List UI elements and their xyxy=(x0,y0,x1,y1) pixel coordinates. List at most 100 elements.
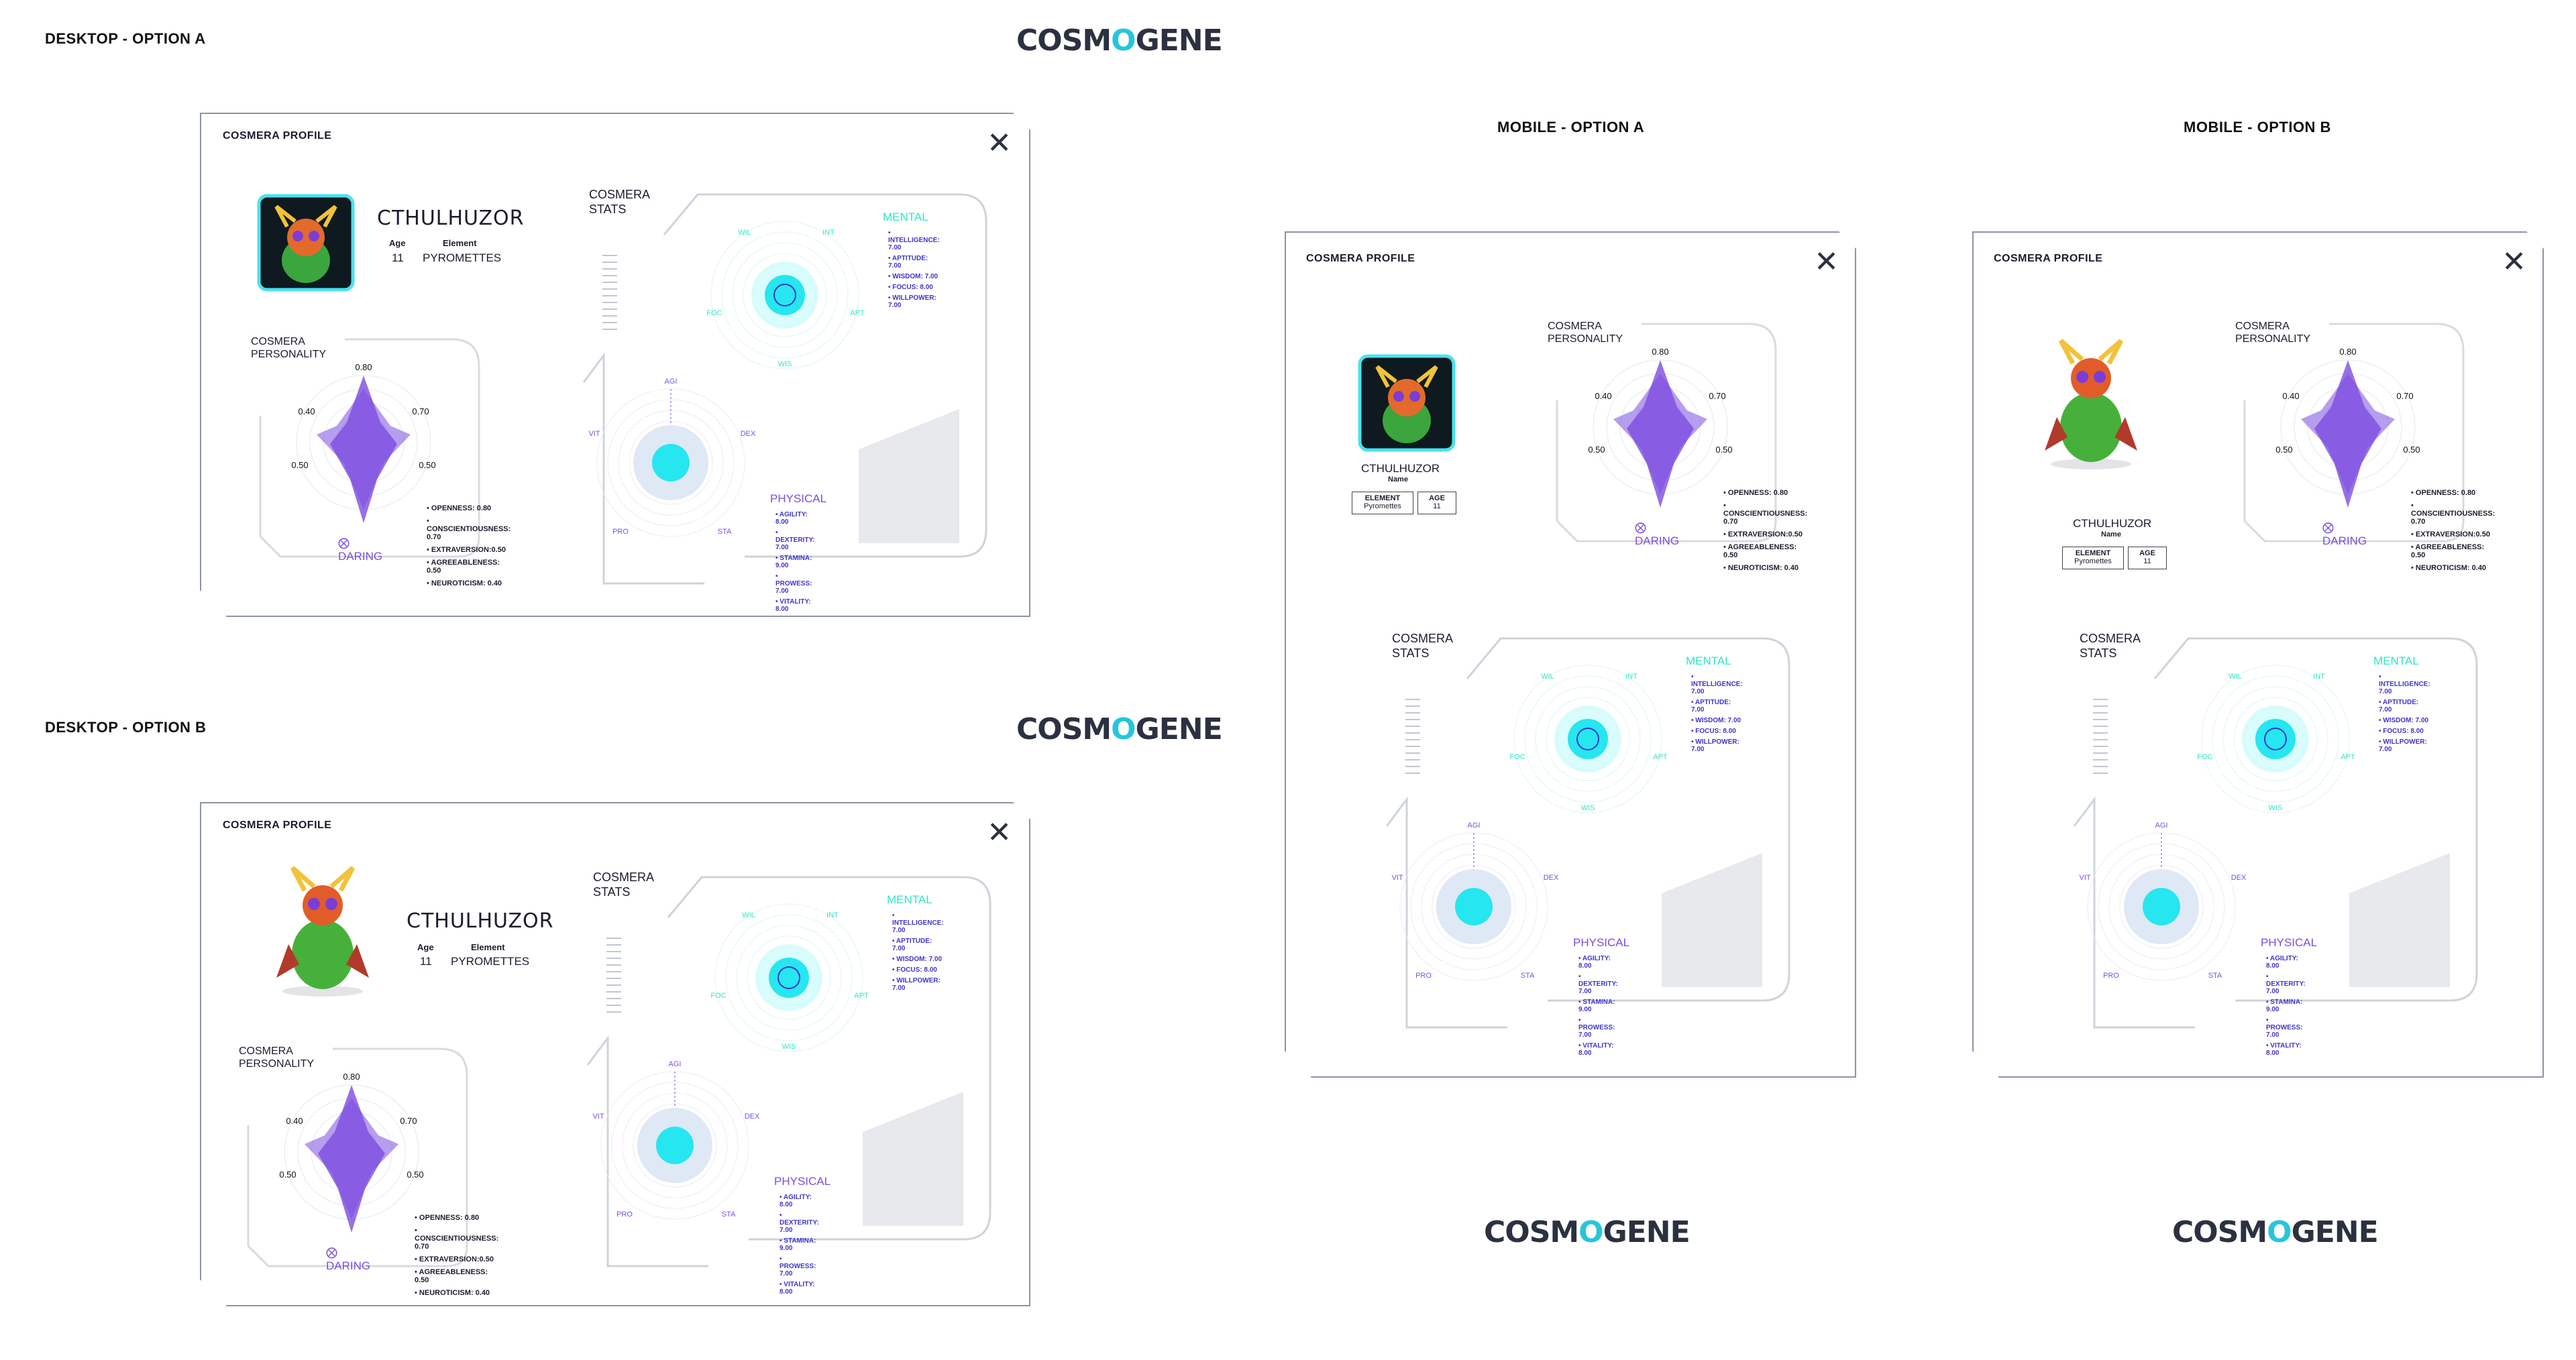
stats-legend-line xyxy=(1405,746,1420,747)
stats-legend-line xyxy=(1405,705,1420,707)
radar-inner-shape xyxy=(318,1085,385,1233)
radar-label-top-right: 0.70 xyxy=(1709,391,1725,401)
mental-title: MENTAL xyxy=(887,893,932,906)
stats-decor-block xyxy=(1662,853,1762,987)
physical-axis-agi: AGI xyxy=(669,1060,682,1068)
creature-horns xyxy=(1377,367,1436,387)
mental-emblem-icon xyxy=(1577,728,1599,750)
creature-head xyxy=(2071,358,2111,398)
stats-legend-line xyxy=(602,255,617,256)
radar-label-bottom-left: 0.50 xyxy=(291,460,308,470)
stats-legend-line xyxy=(606,971,621,972)
mental-grid-ring xyxy=(726,915,852,1041)
stats-legend-line xyxy=(602,295,617,296)
stats-legend-line xyxy=(2093,773,2108,774)
creature-horns xyxy=(2061,341,2121,363)
mental-grid-ring xyxy=(747,936,830,1019)
radar-label-bottom-right: 0.50 xyxy=(2403,445,2420,455)
stats-legend-line xyxy=(2093,766,2108,767)
mental-grid-ring xyxy=(1546,697,1629,781)
physical-axis-pro: PRO xyxy=(616,1210,633,1219)
creature-horns xyxy=(292,868,353,891)
creature-eye xyxy=(2076,371,2088,383)
close-icon[interactable]: ✕ xyxy=(987,816,1012,849)
card-title: COSMERA PROFILE xyxy=(1306,253,1415,264)
element-label: Element xyxy=(443,238,477,248)
radar-label-top: 0.80 xyxy=(1652,347,1668,357)
physical-list: AGILITY: 8.00DEXTERITY: 7.00STAMINA: 9.0… xyxy=(775,511,815,616)
personality-badge: ⨂ DARING xyxy=(338,536,383,563)
cosmera-avatar xyxy=(256,193,356,292)
section-label-desktop-b: DESKTOP - OPTION B xyxy=(45,719,207,736)
stats-decor-block xyxy=(2349,853,2450,987)
radar-label-bottom-right: 0.50 xyxy=(419,460,435,470)
stats-legend-line xyxy=(1405,719,1420,720)
mental-grid-ring xyxy=(711,221,859,369)
mental-list: INTELLIGENCE: 7.00APTITUDE: 7.00WISDOM: … xyxy=(1691,673,1743,756)
physical-axis-vit: VIT xyxy=(592,1113,604,1121)
mental-axis-wis: WIS xyxy=(782,1043,796,1051)
physical-axis-pro: PRO xyxy=(1415,972,1432,980)
physical-axis-vit: VIT xyxy=(588,430,600,438)
age-label: Age xyxy=(389,238,406,248)
creature-wings xyxy=(276,944,369,978)
personality-badge: ⨂ DARING xyxy=(2322,521,2367,547)
stats-legend-line xyxy=(1405,712,1420,714)
mental-grid-ring xyxy=(715,904,863,1052)
mental-grid-ring xyxy=(2212,676,2339,802)
name-label: Name xyxy=(2101,530,2121,539)
physical-title: PHYSICAL xyxy=(770,492,827,505)
mental-axis-foc: FOC xyxy=(1509,753,1525,761)
mental-core xyxy=(2255,719,2296,759)
stats-legend-line xyxy=(602,282,617,283)
stats-legend-line xyxy=(606,951,621,952)
mental-core xyxy=(1568,719,1608,759)
radar-inner-shape xyxy=(2314,360,2381,508)
personality-list: OPENNESS: 0.80CONSCIENTIOUSNESS: 0.70EXT… xyxy=(427,504,511,592)
physical-axis-dex: DEX xyxy=(741,430,756,438)
mental-axis-int: INT xyxy=(1625,673,1638,681)
creature-body xyxy=(292,919,354,989)
radar-inner-shape xyxy=(1627,360,1694,508)
physical-axis-sta: STA xyxy=(722,1210,736,1219)
stats-legend-line xyxy=(1405,699,1420,700)
mental-emblem-icon xyxy=(2265,728,2286,750)
cosmera-name: CTHULHUZOR xyxy=(2073,517,2152,530)
mental-axis-foc: FOC xyxy=(706,309,722,317)
mental-emblem-icon xyxy=(778,967,800,988)
stats-legend-line xyxy=(606,1011,621,1013)
creature-eye xyxy=(1393,391,1404,402)
mental-axis-int: INT xyxy=(2313,673,2325,681)
cosmera-figure xyxy=(272,864,373,998)
mental-grid-ring xyxy=(2223,687,2328,791)
stats-legend-line xyxy=(602,275,617,276)
close-icon[interactable]: ✕ xyxy=(1814,245,1839,278)
radar-label-bottom-right: 0.50 xyxy=(1715,445,1732,455)
physical-axis-pro: PRO xyxy=(612,528,629,536)
element-label: Element xyxy=(471,942,505,952)
mental-core xyxy=(765,275,805,315)
physical-grid-ring xyxy=(608,400,734,526)
element-value: PYROMETTES xyxy=(423,251,502,264)
radar-label-bottom-left: 0.50 xyxy=(279,1170,296,1180)
stats-frame-left xyxy=(2074,799,2195,1027)
physical-axis-pro: PRO xyxy=(2103,972,2119,980)
stats-frame-left xyxy=(588,1038,708,1266)
stats-frame-left xyxy=(584,355,704,583)
physical-list: AGILITY: 8.00DEXTERITY: 7.00STAMINA: 9.0… xyxy=(1578,955,1618,1060)
creature-eye xyxy=(2094,371,2106,383)
close-icon[interactable]: ✕ xyxy=(2502,245,2526,278)
physical-axis-agi: AGI xyxy=(665,378,678,386)
stats-legend-line xyxy=(2093,739,2108,740)
radar-label-top-right: 0.70 xyxy=(400,1116,417,1126)
close-icon[interactable]: ✕ xyxy=(987,127,1012,160)
radar-label-top: 0.80 xyxy=(355,362,372,372)
physical-axis-sta: STA xyxy=(718,528,732,536)
creature-head xyxy=(303,885,343,925)
stats-legend-line xyxy=(1405,739,1420,740)
radar-label-top-left: 0.40 xyxy=(1595,391,1611,401)
